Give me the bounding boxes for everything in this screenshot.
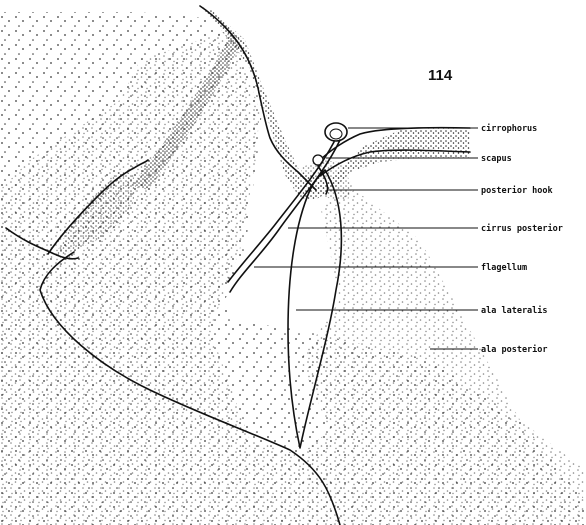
label-flagellum: flagellum bbox=[481, 263, 527, 273]
label-cirrophorus: cirrophorus bbox=[481, 123, 537, 134]
cirrophorus-capsule bbox=[325, 123, 347, 141]
figure-number: 114 bbox=[428, 67, 453, 84]
label-scapus: scapus bbox=[481, 154, 512, 164]
label-posterior-hook: posterior hook bbox=[481, 185, 553, 196]
label-ala-posterior: ala posterior bbox=[481, 344, 548, 355]
label-cirrus-posterior: cirrus posterior bbox=[481, 223, 563, 234]
label-ala-lateralis: ala lateralis bbox=[481, 305, 548, 316]
